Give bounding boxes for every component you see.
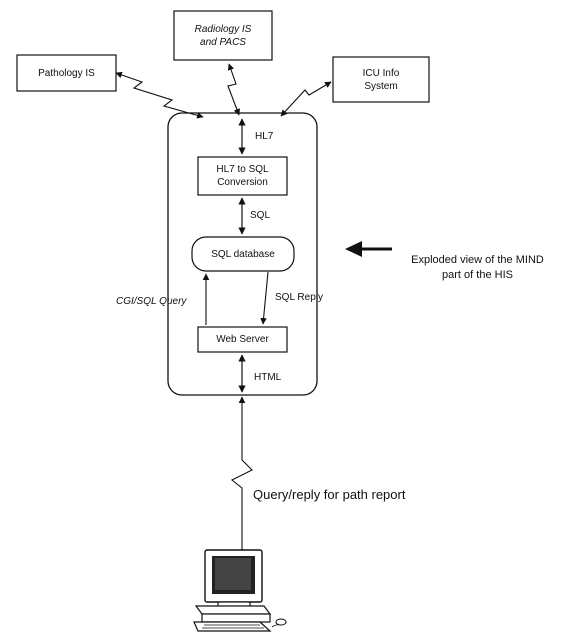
web-server-text: Web Server	[216, 334, 269, 345]
radiology-box[interactable]	[173, 10, 273, 61]
exploded-view-annotation: Exploded view of the MIND part of the HI…	[400, 253, 555, 283]
pathology-box[interactable]	[16, 54, 117, 92]
hl7-conversion-box[interactable]	[197, 156, 288, 196]
radiology-label-line1: Radiology IS	[194, 23, 252, 35]
hl7-conversion-label: HL7 to SQL Conversion	[198, 157, 287, 195]
radiology-label: Radiology IS and PACS	[174, 11, 272, 60]
sql-reply-edge-label: SQL Reply	[275, 292, 323, 303]
pathology-link	[115, 71, 204, 119]
desktop-computer-icon[interactable]	[193, 549, 287, 632]
annotation-line2: part of the HIS	[442, 269, 513, 281]
left-arrow-icon	[345, 241, 392, 257]
hl7-conversion-line2: Conversion	[217, 177, 268, 188]
sql-database-box[interactable]	[191, 236, 295, 272]
hl7-edge-label: HL7	[255, 131, 274, 142]
icu-label-line2: System	[364, 80, 398, 92]
icu-box[interactable]	[332, 56, 430, 103]
pathology-label-text: Pathology IS	[38, 67, 95, 79]
cgi-query-edge-label: CGI/SQL Query	[116, 296, 187, 307]
sql-reply-arrow	[260, 271, 269, 325]
annotation-line1: Exploded view of the MIND	[411, 254, 544, 266]
hl7-conversion-line1: HL7 to SQL	[216, 164, 269, 175]
radiology-label-line2: and PACS	[200, 36, 246, 48]
sql-database-label: SQL database	[192, 237, 294, 271]
path-report-edge-label: Query/reply for path report	[253, 487, 406, 502]
html-edge-label: HTML	[254, 372, 282, 383]
mind-container	[167, 112, 318, 396]
path-report-link	[230, 396, 253, 569]
pathology-label: Pathology IS	[17, 55, 116, 91]
icu-label: ICU Info System	[333, 57, 429, 102]
radiology-link	[227, 63, 240, 116]
web-server-label: Web Server	[198, 327, 287, 352]
sql-database-text: SQL database	[211, 248, 275, 260]
sql-edge-label: SQL	[250, 210, 271, 221]
icu-label-line1: ICU Info	[362, 67, 400, 79]
icu-link	[280, 81, 332, 117]
web-server-box[interactable]	[197, 326, 288, 353]
